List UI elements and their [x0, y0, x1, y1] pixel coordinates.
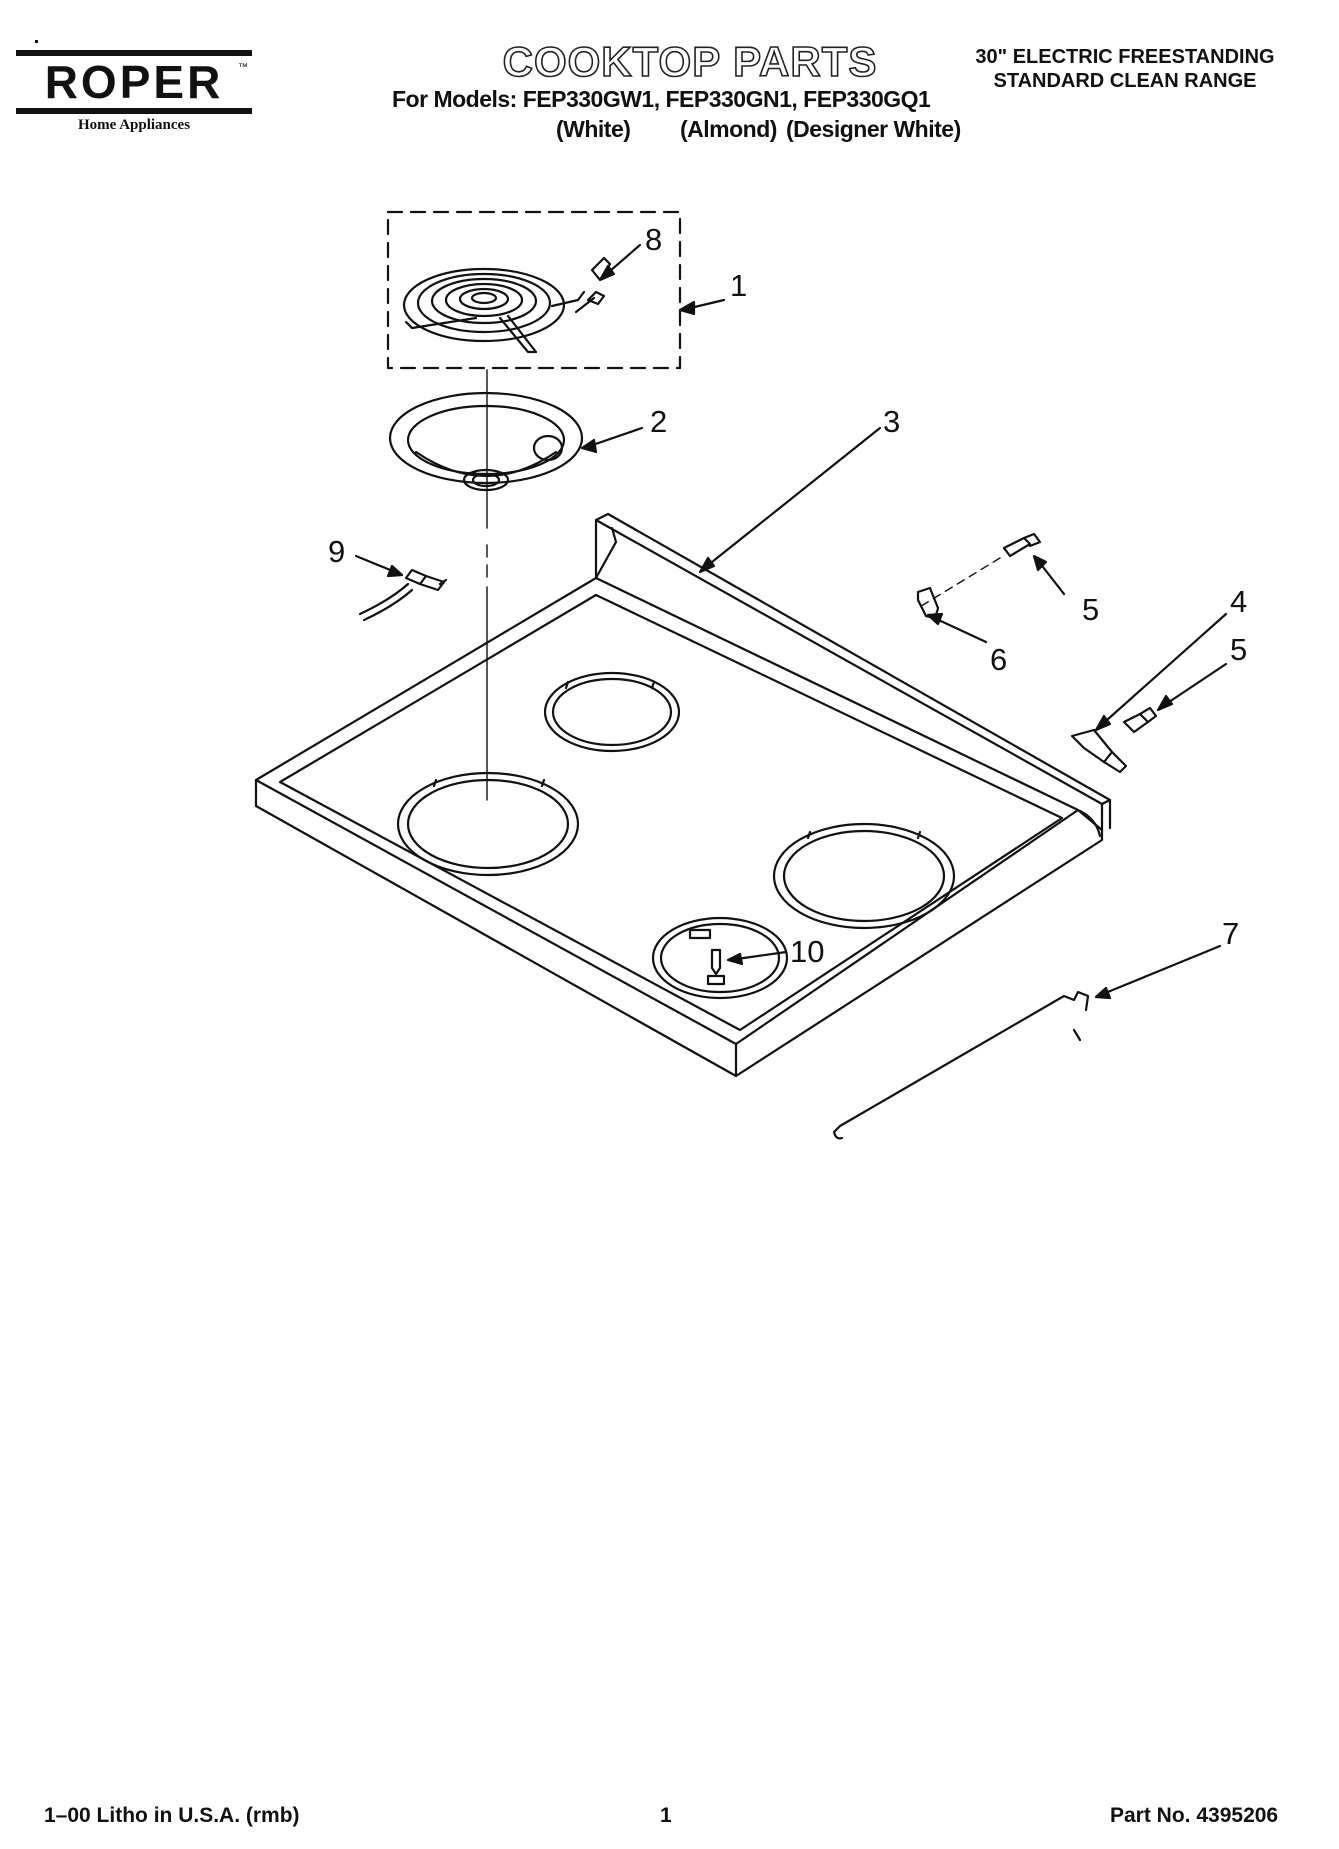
callout-9: 9 — [328, 534, 345, 569]
callout-4: 4 — [1230, 584, 1247, 619]
callout-5-upper: 5 — [1082, 592, 1099, 627]
range-type-line1: 30" ELECTRIC FREESTANDING — [975, 46, 1275, 68]
logo-top-bar — [16, 50, 252, 56]
terminal-block-part-8 — [574, 256, 612, 314]
clip-screw-part-5-upper — [1002, 532, 1042, 558]
screw-part-10 — [706, 948, 726, 986]
callout-2: 2 — [650, 404, 667, 439]
leader-arrows — [354, 243, 1228, 1000]
part-number: Part No. 4395206 — [1110, 1804, 1279, 1827]
cooktop-part-3 — [254, 512, 1112, 1078]
drip-bowl-part-2 — [388, 391, 584, 492]
callout-3: 3 — [883, 404, 900, 439]
callout-10: 10 — [790, 934, 824, 969]
print-mark — [35, 40, 38, 43]
wire-connector-part-9 — [358, 568, 448, 622]
models-line: For Models: FEP330GW1, FEP330GN1, FEP330… — [392, 86, 931, 112]
dashed-assembly-box — [386, 210, 682, 370]
rod-part-7 — [832, 990, 1090, 1140]
color-white: (White) — [556, 116, 631, 142]
brand-tagline: Home Appliances — [77, 117, 191, 133]
callout-5-lower: 5 — [1230, 632, 1247, 667]
page-title: COOKTOP PARTS — [502, 37, 878, 86]
screw-part-5-lower — [1122, 706, 1158, 734]
litho-note: 1–00 Litho in U.S.A. (rmb) — [44, 1804, 300, 1827]
surface-element-coil — [402, 267, 586, 354]
callout-8: 8 — [645, 222, 662, 257]
trademark-symbol: ™ — [238, 62, 248, 73]
bracket-part-4 — [1070, 728, 1128, 774]
color-designer-white: (Designer White) — [786, 116, 961, 142]
page-number: 1 — [660, 1804, 672, 1827]
callout-6: 6 — [990, 642, 1007, 677]
surface-element-group — [386, 210, 682, 370]
color-almond: (Almond) — [680, 116, 777, 142]
callout-7: 7 — [1222, 916, 1239, 951]
callout-1: 1 — [730, 268, 747, 303]
brand-logo: ROPER — [44, 56, 224, 108]
range-type-line2: STANDARD CLEAN RANGE — [993, 70, 1257, 92]
logo-bottom-bar — [16, 108, 252, 114]
